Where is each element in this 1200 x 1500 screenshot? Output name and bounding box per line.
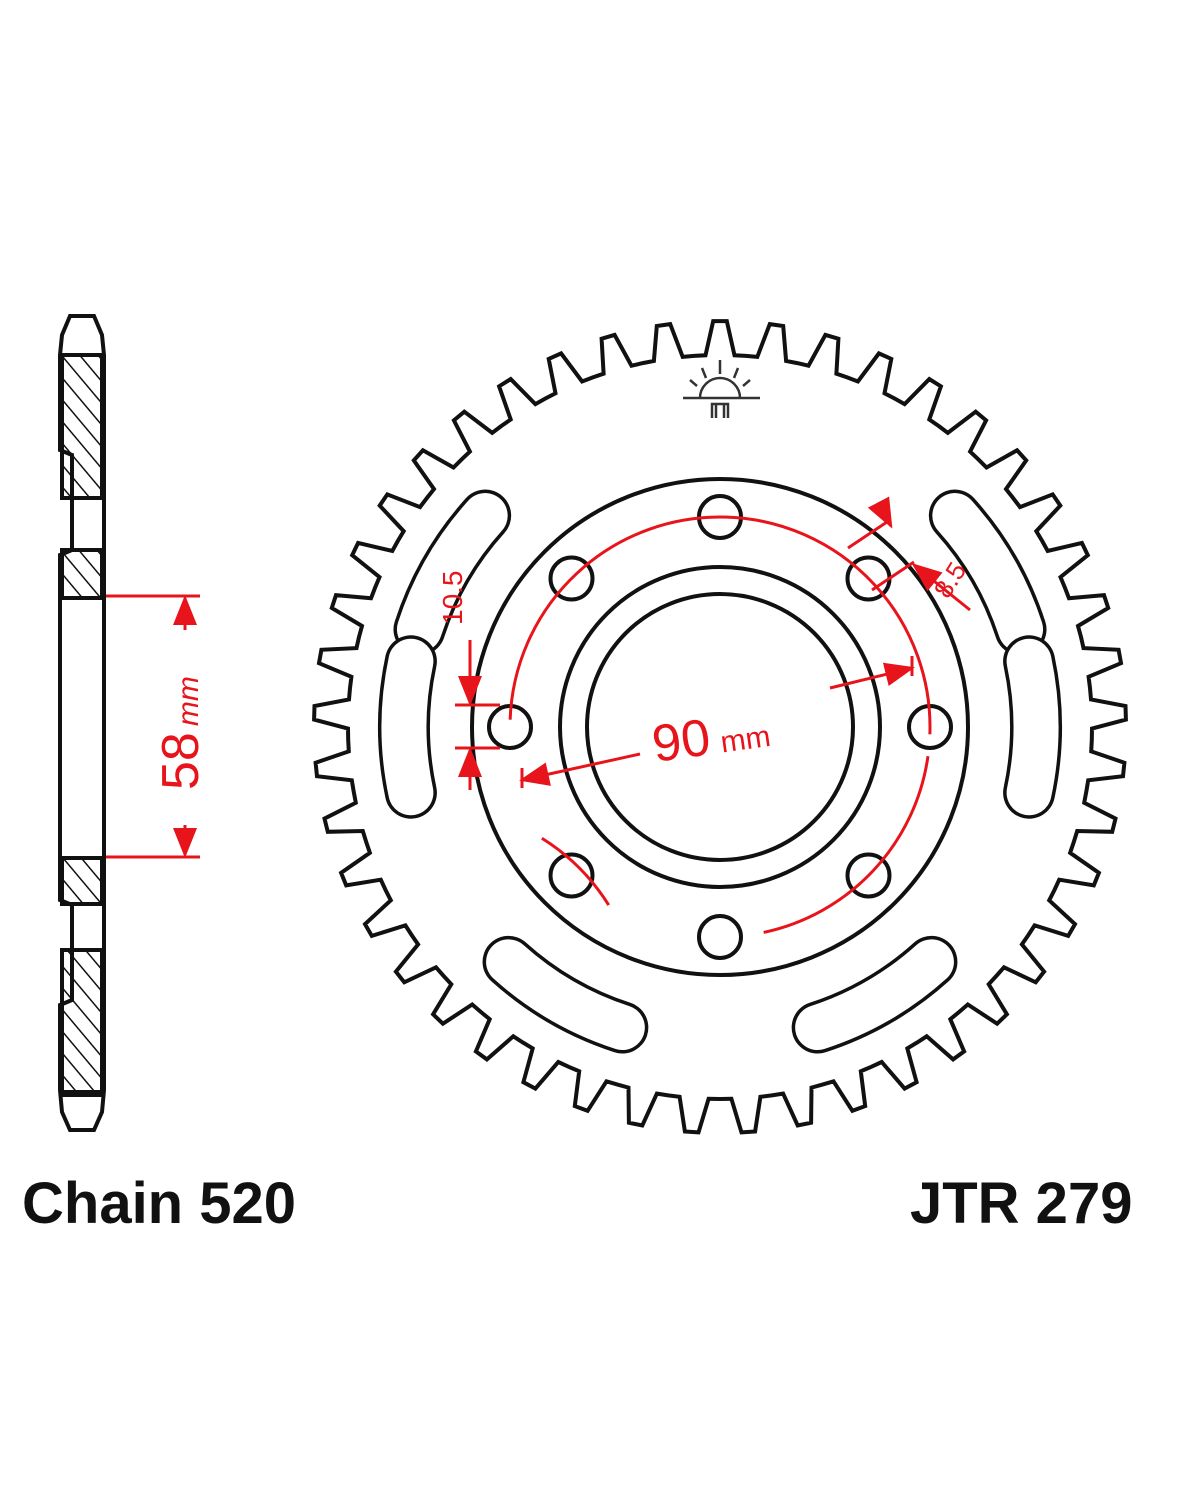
hub-bore-value: 58mm <box>152 676 210 790</box>
lightening-slot <box>486 939 645 1051</box>
slot-offset-dimension <box>847 496 971 612</box>
lightening-slot <box>795 939 954 1051</box>
bolt-hole <box>697 914 743 960</box>
bolt-hole <box>548 852 595 899</box>
bolt-hole-value: 10.5 <box>437 571 468 626</box>
bolt-hole-dimension <box>455 640 500 790</box>
lightening-slot <box>396 493 508 652</box>
lightening-slot <box>1006 638 1059 816</box>
hub-bore-dimension <box>106 594 200 859</box>
lightening-slot <box>932 493 1044 652</box>
sprocket-teeth-outline <box>312 319 1128 1135</box>
side-view <box>58 314 106 1132</box>
lightening-slot <box>381 638 434 816</box>
chain-label: Chain 520 <box>22 1171 296 1236</box>
front-view <box>312 319 1128 1135</box>
pcd-dimension <box>508 515 932 934</box>
brand-logo-icon <box>683 360 760 418</box>
lightening-slots <box>378 489 1062 1054</box>
part-number-label: JTR 279 <box>910 1171 1133 1236</box>
